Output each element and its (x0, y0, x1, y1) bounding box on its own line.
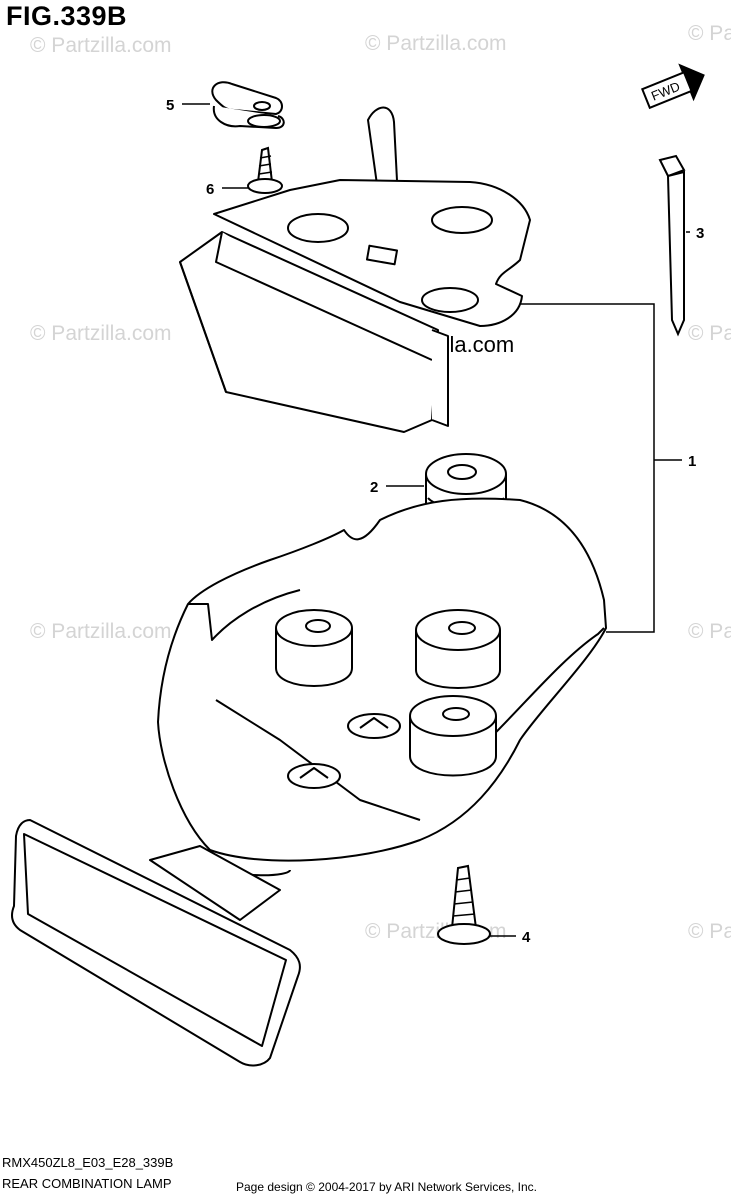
callout-2: 2 (370, 479, 378, 496)
callout-5: 5 (166, 97, 174, 114)
watermark: © Partzilla.com (688, 22, 731, 45)
figure-title: FIG.339B (6, 1, 128, 31)
callout-3: 3 (696, 225, 704, 242)
cable-tie-part (658, 154, 686, 337)
watermark: © Partzilla.com (688, 920, 731, 943)
upper-lamp-unit (179, 106, 531, 433)
leader-lines (182, 103, 690, 937)
clamp-part (211, 81, 285, 129)
figure-name: REAR COMBINATION LAMP (2, 1176, 172, 1191)
lower-screw-part (437, 864, 491, 945)
watermark: © Partzilla.com (365, 32, 507, 55)
lower-housing (149, 497, 607, 921)
page-copyright: Page design © 2004-2017 by ARI Network S… (236, 1180, 538, 1194)
callout-1: 1 (688, 453, 696, 470)
callout-labels: 1 2 3 4 5 6 (166, 97, 704, 946)
fwd-direction-badge: FWD (640, 63, 705, 110)
watermark: © Partzilla.com (30, 34, 172, 57)
watermark: © Partzilla.com (30, 322, 172, 345)
watermark: © Partzilla.com (688, 620, 731, 643)
upper-screw-part (247, 146, 283, 194)
figure-code: RMX450ZL8_E03_E28_339B (2, 1155, 174, 1170)
watermark: © Partzilla.com (688, 322, 731, 345)
callout-4: 4 (522, 929, 531, 946)
callout-6: 6 (206, 181, 214, 198)
watermark: © Partzilla.com (30, 620, 172, 643)
plate-lamp-lens (11, 819, 301, 1067)
